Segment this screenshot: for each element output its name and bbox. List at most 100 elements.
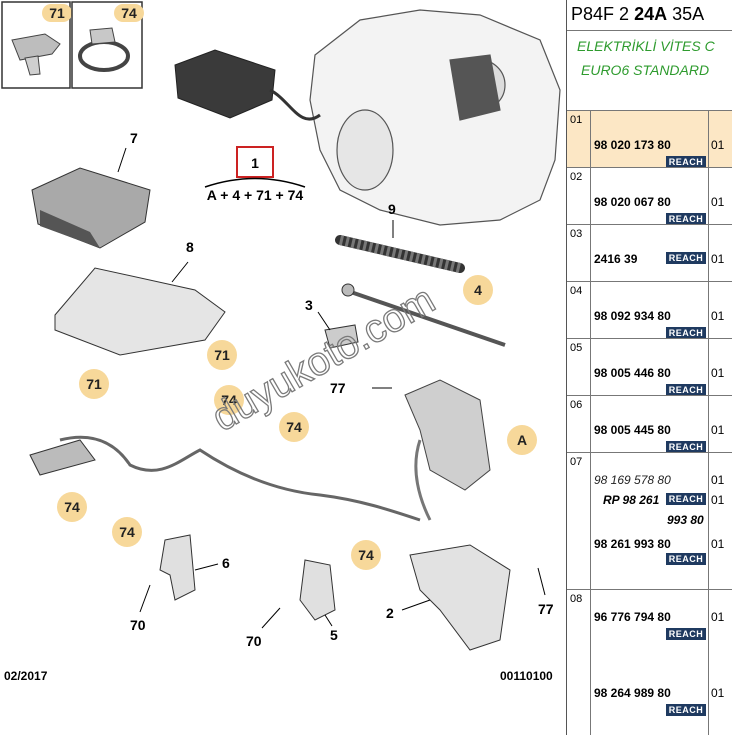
callout-77-top-group[interactable]: 77 (330, 380, 392, 396)
quantity: 01 (711, 366, 725, 380)
reach-badge: REACH (666, 327, 706, 339)
row-number: 01 (570, 114, 583, 126)
exploded-parts-diagram: 71 74 1 A + 4 + 71 + 74 7 8 (1, 1, 561, 683)
gearbox-housing (309, 9, 561, 226)
row-number: 02 (570, 171, 583, 183)
column-divider (708, 225, 709, 282)
column-divider (708, 339, 709, 396)
callout-70-right: 70 (246, 633, 262, 649)
part-number[interactable]: 98 020 173 80 (594, 138, 671, 152)
column-divider (708, 111, 709, 168)
link-rod[interactable]: 3 (305, 283, 506, 349)
column-divider (590, 590, 591, 735)
description-line-1: ELEKTRİKLİ VİTES C (577, 38, 715, 54)
bubble-74-d[interactable]: 74 (112, 517, 142, 547)
bubble-74-b[interactable]: 74 (279, 412, 309, 442)
panel-header: P84F 2 24A 35A (567, 0, 732, 31)
reach-badge: REACH (666, 441, 706, 453)
reach-badge: REACH (666, 156, 706, 168)
ecu-top (174, 49, 321, 121)
bubble-74-c[interactable]: 74 (57, 492, 87, 522)
quantity: 01 (711, 686, 725, 700)
bubble-71-right[interactable]: 71 (207, 340, 237, 370)
bracket-6[interactable]: 6 70 (130, 534, 230, 633)
part-number[interactable]: 98 264 989 80 (594, 686, 671, 700)
callout-7: 7 (130, 130, 138, 146)
part-number[interactable]: RP 98 261 (603, 493, 660, 507)
part-number[interactable]: 2416 39 (594, 252, 638, 266)
column-divider (590, 339, 591, 396)
part-number[interactable]: 98 005 445 80 (594, 423, 671, 437)
quantity: 01 (711, 423, 725, 437)
svg-text:4: 4 (474, 282, 482, 298)
bracket-5[interactable]: 5 70 (246, 559, 338, 649)
parts-panel: P84F 2 24A 35A ELEKTRİKLİ VİTES C EURO6 … (566, 0, 732, 735)
reach-badge: REACH (666, 493, 706, 505)
diagram-date: 02/2017 (4, 669, 48, 683)
ecu-module[interactable]: 7 (31, 130, 151, 249)
watermark: duyukoto.com (205, 277, 443, 440)
wiring-harness[interactable] (29, 435, 421, 522)
quantity: 01 (711, 493, 725, 507)
inset-clip-71[interactable]: 71 (1, 1, 72, 89)
part-number[interactable]: 98 261 993 80 (594, 537, 671, 551)
part-number[interactable]: 98 169 578 80 (594, 473, 671, 487)
part-number[interactable]: 98 092 934 80 (594, 309, 671, 323)
callout-77-bottom: 77 (538, 601, 554, 617)
reach-badge: REACH (666, 252, 706, 264)
quantity: 01 (711, 138, 725, 152)
row-number: 07 (570, 456, 583, 468)
svg-text:74: 74 (119, 524, 135, 540)
bubble-74-a[interactable]: 74 (214, 385, 244, 415)
gear-actuator[interactable] (404, 379, 491, 521)
part-number[interactable]: 98 020 067 80 (594, 195, 671, 209)
part-number[interactable]: 96 776 794 80 (594, 610, 671, 624)
row-number: 08 (570, 593, 583, 605)
svg-text:74: 74 (286, 419, 302, 435)
row-number: 05 (570, 342, 583, 354)
callout-77-top: 77 (330, 380, 346, 396)
bubble-A[interactable]: A (507, 425, 537, 455)
quantity: 01 (711, 537, 725, 551)
actuator-support[interactable]: 2 77 (386, 544, 554, 651)
model-code: P84F 2 24A 35A (571, 4, 705, 24)
bubble-74-e[interactable]: 74 (351, 540, 381, 570)
row-number: 03 (570, 228, 583, 240)
reach-badge: REACH (666, 384, 706, 396)
svg-text:74: 74 (221, 392, 237, 408)
reach-badge: REACH (666, 704, 706, 716)
protective-sleeve[interactable]: 9 (335, 201, 465, 273)
reach-badge: REACH (666, 213, 706, 225)
callout-2: 2 (386, 605, 394, 621)
part-number[interactable]: 993 80 (667, 513, 704, 527)
formula-part-number: 1 (251, 155, 259, 171)
svg-text:71: 71 (86, 376, 102, 392)
column-divider (590, 282, 591, 339)
callout-5: 5 (330, 627, 338, 643)
part-number[interactable]: 98 005 446 80 (594, 366, 671, 380)
diagram-ref: 00110100 (500, 669, 553, 683)
column-divider (590, 225, 591, 282)
quantity: 01 (711, 473, 725, 487)
column-divider (590, 168, 591, 225)
row-number: 06 (570, 399, 583, 411)
ecu-bracket[interactable]: 8 (54, 239, 226, 356)
reach-badge: REACH (666, 553, 706, 565)
formula-text: A + 4 + 71 + 74 (207, 187, 304, 203)
bubble-4[interactable]: 4 (463, 275, 493, 305)
quantity: 01 (711, 610, 725, 624)
inset-clamp-74[interactable]: 74 (71, 1, 144, 89)
part-formula[interactable]: 1 A + 4 + 71 + 74 (204, 146, 306, 203)
callout-6: 6 (222, 555, 230, 571)
column-divider (708, 396, 709, 453)
quantity: 01 (711, 195, 725, 209)
bubble-71-left[interactable]: 71 (79, 369, 109, 399)
